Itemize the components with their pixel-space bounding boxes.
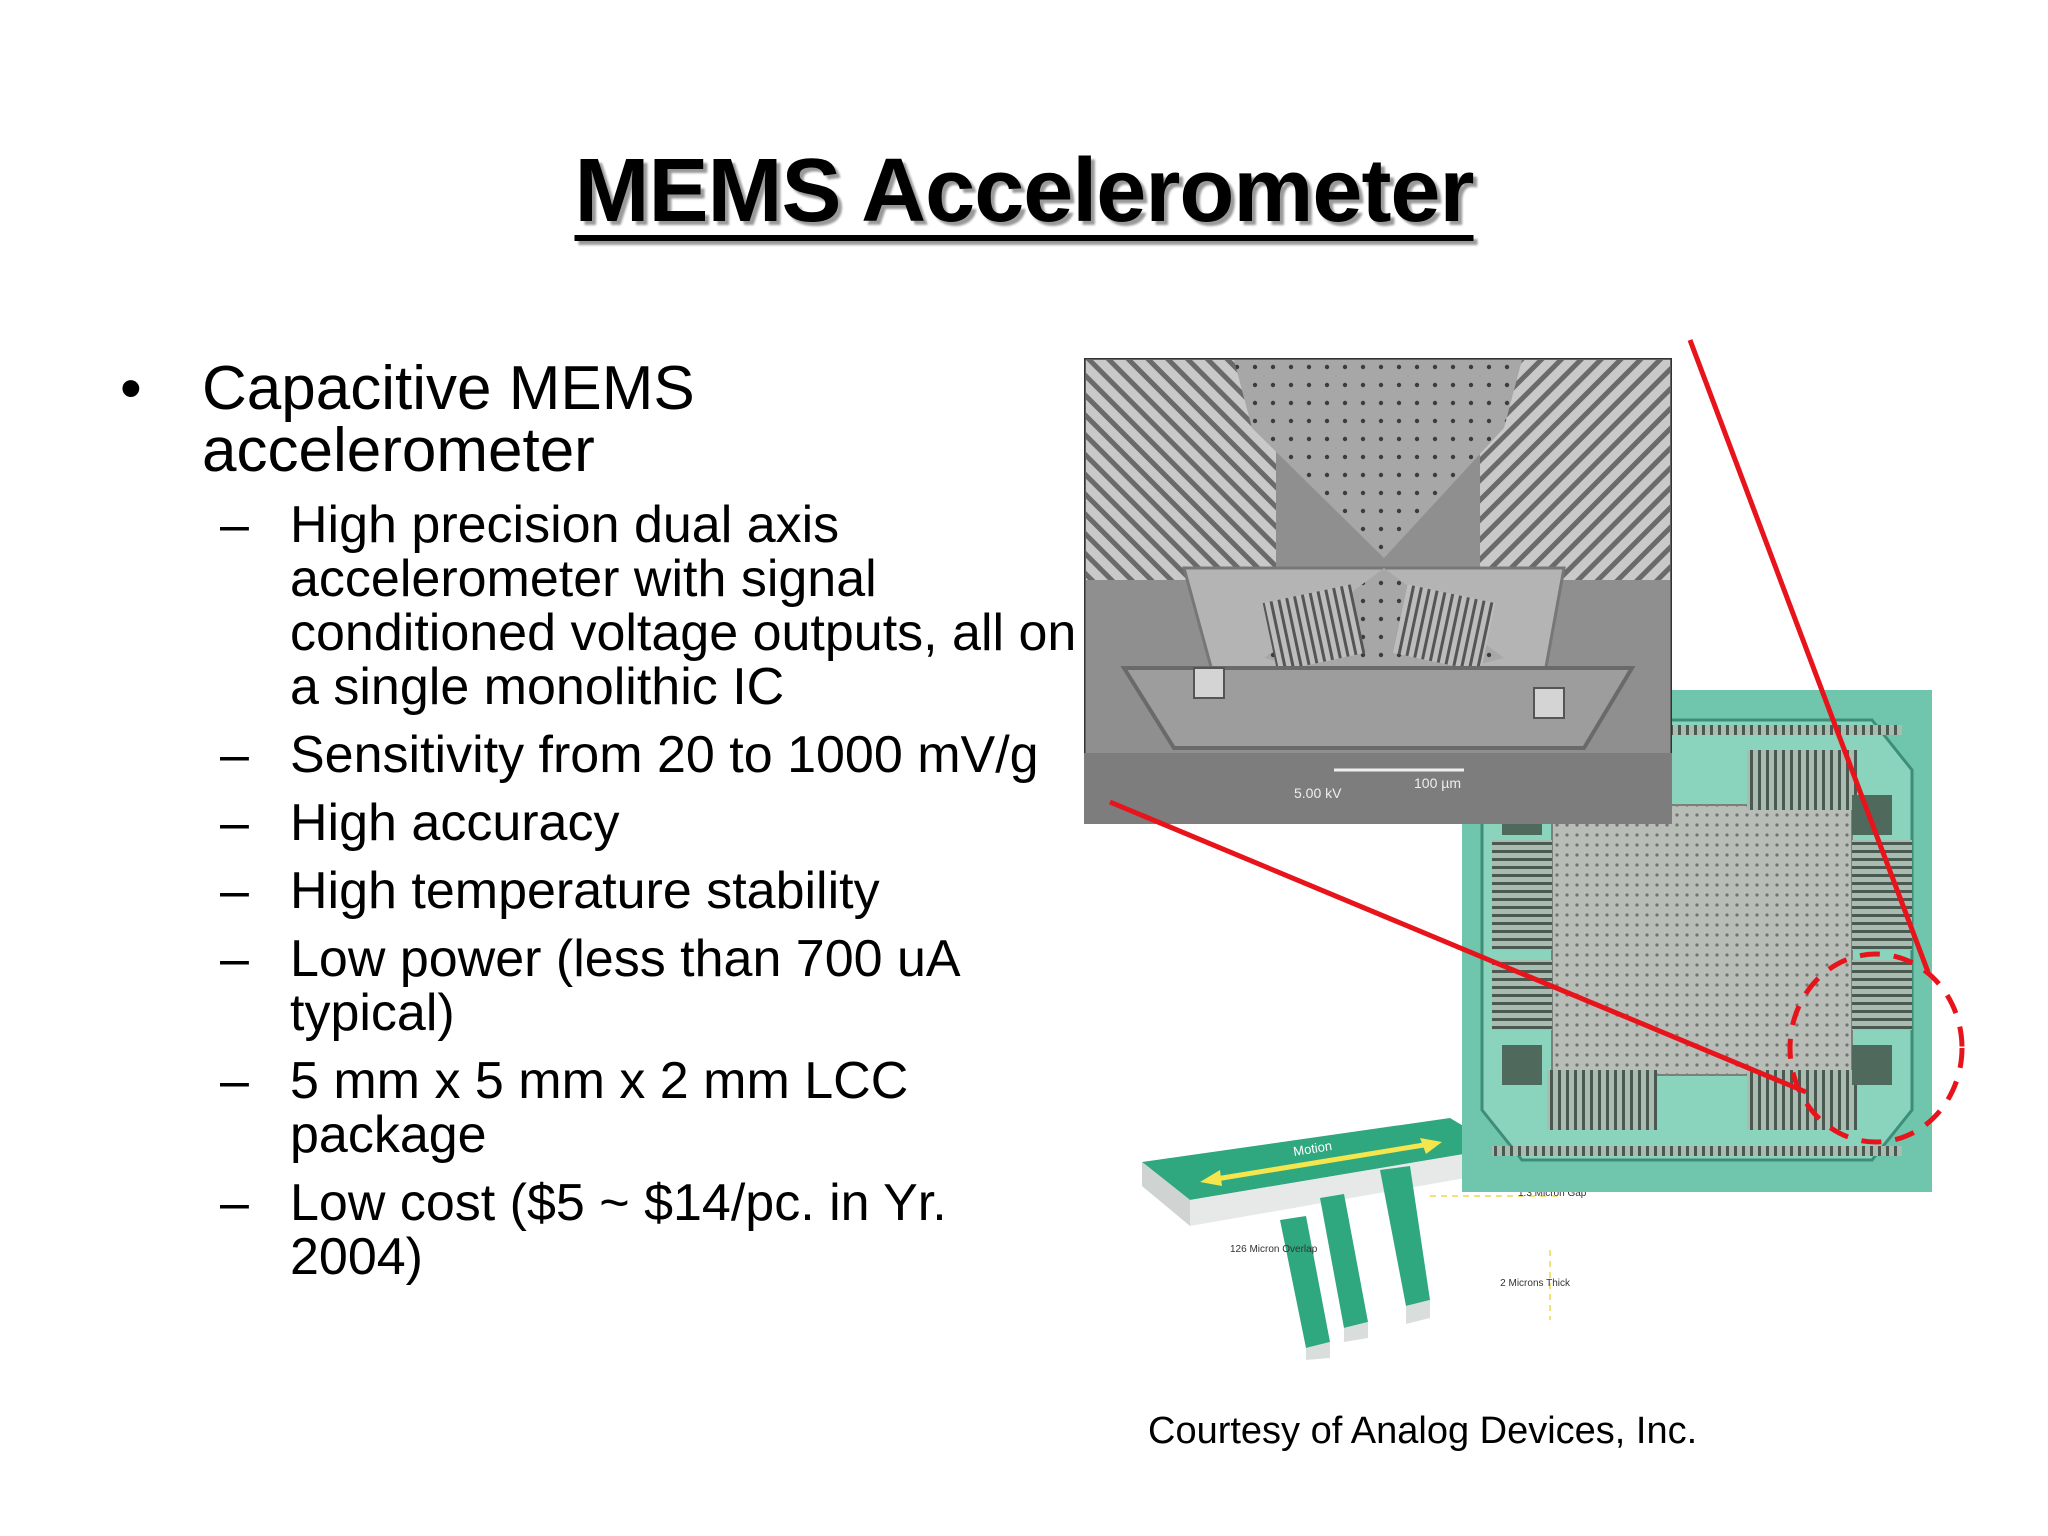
subbullet-item: – High precision dual axis accelerometer… (120, 498, 1080, 714)
motion-label: Motion (1292, 1138, 1333, 1159)
bullet-marker: • (120, 354, 142, 423)
subbullet-text: High temperature stability (290, 862, 880, 920)
subbullet-item: – 5 mm x 5 mm x 2 mm LCC package (120, 1054, 1080, 1162)
sensor-diagram-image: Motion 1.3 Micron Gap 126 Micron Overlap… (1142, 1118, 1587, 1360)
subbullet-item: – High accuracy (120, 796, 1080, 850)
bullet-text: Capacitive MEMS accelerometer (202, 354, 695, 485)
subbullet-item: – Low cost ($5 ~ $14/pc. in Yr. 2004) (120, 1176, 1080, 1284)
subbullet-marker: – (220, 794, 249, 852)
subbullet-marker: – (220, 930, 249, 988)
subbullet-marker: – (220, 862, 249, 920)
sem-scale-label: 100 µm (1414, 775, 1461, 791)
subbullet-item: – Low power (less than 700 uA typical) (120, 932, 1080, 1040)
subbullet-text: Low cost ($5 ~ $14/pc. in Yr. 2004) (290, 1174, 947, 1286)
subbullet-text: Sensitivity from 20 to 1000 mV/g (290, 726, 1039, 784)
subbullet-marker: – (220, 1052, 249, 1110)
sem-voltage-label: 5.00 kV (1294, 785, 1342, 801)
thickness-label: 2 Microns Thick (1500, 1278, 1571, 1289)
bullet-list: • Capacitive MEMS accelerometer – High p… (120, 358, 1080, 1298)
subbullet-text: Low power (less than 700 uA typical) (290, 930, 958, 1042)
bullet-item: • Capacitive MEMS accelerometer (120, 358, 1080, 482)
chip-die-image (1462, 690, 1932, 1192)
sem-image: 5.00 kV 100 µm (1084, 358, 1672, 824)
overlap-label: 126 Micron Overlap (1230, 1244, 1318, 1255)
subbullet-marker: – (220, 726, 249, 784)
subbullet-text: 5 mm x 5 mm x 2 mm LCC package (290, 1052, 909, 1164)
subbullet-item: – Sensitivity from 20 to 1000 mV/g (120, 728, 1080, 782)
subbullet-item: – High temperature stability (120, 864, 1080, 918)
subbullet-text: High precision dual axis accelerometer w… (290, 496, 1077, 716)
image-credit: Courtesy of Analog Devices, Inc. (1148, 1410, 1698, 1452)
subbullet-marker: – (220, 496, 249, 554)
gap-label: 1.3 Micron Gap (1518, 1188, 1587, 1199)
subbullet-marker: – (220, 1174, 249, 1232)
subbullet-text: High accuracy (290, 794, 620, 852)
slide-title: MEMS Accelerometer (574, 141, 1474, 241)
